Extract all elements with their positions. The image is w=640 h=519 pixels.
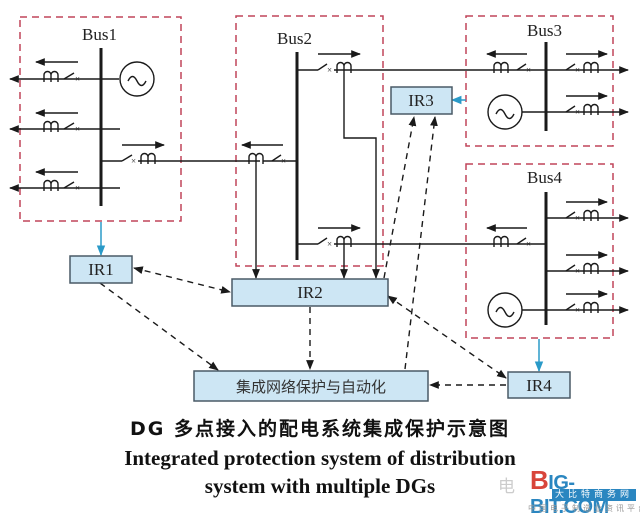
bus4-label: Bus4	[527, 168, 562, 187]
watermark-logo-text: IG-BIT.COM	[530, 472, 609, 518]
watermark-ghost-text: 电	[498, 477, 515, 497]
ct-icon	[336, 235, 352, 248]
watermark-bar: 大比特商务网	[552, 489, 637, 501]
ct-icon	[140, 152, 156, 165]
svg-text:×: ×	[75, 124, 80, 134]
ct-icon	[43, 179, 59, 192]
ct-icon	[583, 103, 599, 116]
ir3-label: IR3	[408, 91, 434, 110]
ir1-ir2-link	[133, 266, 231, 294]
ct-icon	[43, 70, 59, 83]
ct-icon	[583, 61, 599, 74]
watermark: BIG-BIT.COM 大比特商务网 中国电子制造业资讯平台	[528, 465, 640, 518]
caption-title-en-line1: Integrated protection system of distribu…	[124, 446, 516, 470]
ct-icon	[493, 61, 509, 74]
svg-text:×: ×	[575, 213, 580, 223]
svg-text:×: ×	[327, 65, 332, 75]
bus2-label: Bus2	[277, 29, 312, 48]
zone-bus1	[19, 16, 182, 222]
ct-icon	[493, 235, 509, 248]
zone-bus2	[235, 15, 384, 267]
bus3-label: Bus3	[527, 21, 562, 40]
ir1-center-link	[99, 282, 219, 371]
ct-icon	[336, 61, 352, 74]
watermark-subtitle: 中国电子制造业资讯平台	[528, 504, 640, 513]
ir2-label: IR2	[297, 283, 323, 302]
ct-icon	[583, 209, 599, 222]
svg-text:×: ×	[526, 65, 531, 75]
bus1-label: Bus1	[82, 25, 117, 44]
svg-text:×: ×	[575, 305, 580, 315]
svg-text:×: ×	[281, 156, 286, 166]
center-ir3-link	[404, 116, 438, 370]
relay-ir2: IR2	[231, 278, 389, 307]
zone-bus3	[465, 15, 614, 147]
svg-text:×: ×	[75, 74, 80, 84]
caption-title-en-line2: system with multiple DGs	[204, 474, 436, 498]
ir4-label: IR4	[526, 376, 552, 395]
relay-ir3: IR3	[390, 86, 453, 115]
svg-text:×: ×	[575, 65, 580, 75]
caption-title-cn: DG 多点接入的配电系统集成保护示意图	[130, 418, 510, 440]
generator-icon	[119, 61, 155, 97]
watermark-logo-b: B	[530, 465, 549, 495]
svg-text:×: ×	[327, 239, 332, 249]
ct-icon	[248, 152, 264, 165]
zone-bus4	[465, 163, 614, 339]
generator-icon	[487, 94, 523, 130]
relay-ir1: IR1	[69, 255, 133, 284]
ir2-ir4-link	[387, 295, 507, 379]
ir2-ir3-link-a	[383, 116, 417, 279]
center-protection-box: 集成网络保护与自动化	[193, 370, 429, 402]
svg-text:×: ×	[575, 266, 580, 276]
svg-text:×: ×	[575, 107, 580, 117]
generator-icon	[487, 292, 523, 328]
ct-icon	[583, 262, 599, 275]
ct-icon	[583, 301, 599, 314]
center-label: 集成网络保护与自动化	[236, 378, 386, 396]
relay-ir4: IR4	[507, 371, 571, 399]
watermark-logo: BIG-BIT.COM	[530, 465, 640, 519]
svg-text:×: ×	[526, 239, 531, 249]
ct-icon	[43, 120, 59, 133]
svg-text:×: ×	[75, 183, 80, 193]
svg-text:×: ×	[131, 156, 136, 166]
ir1-label: IR1	[88, 260, 114, 279]
